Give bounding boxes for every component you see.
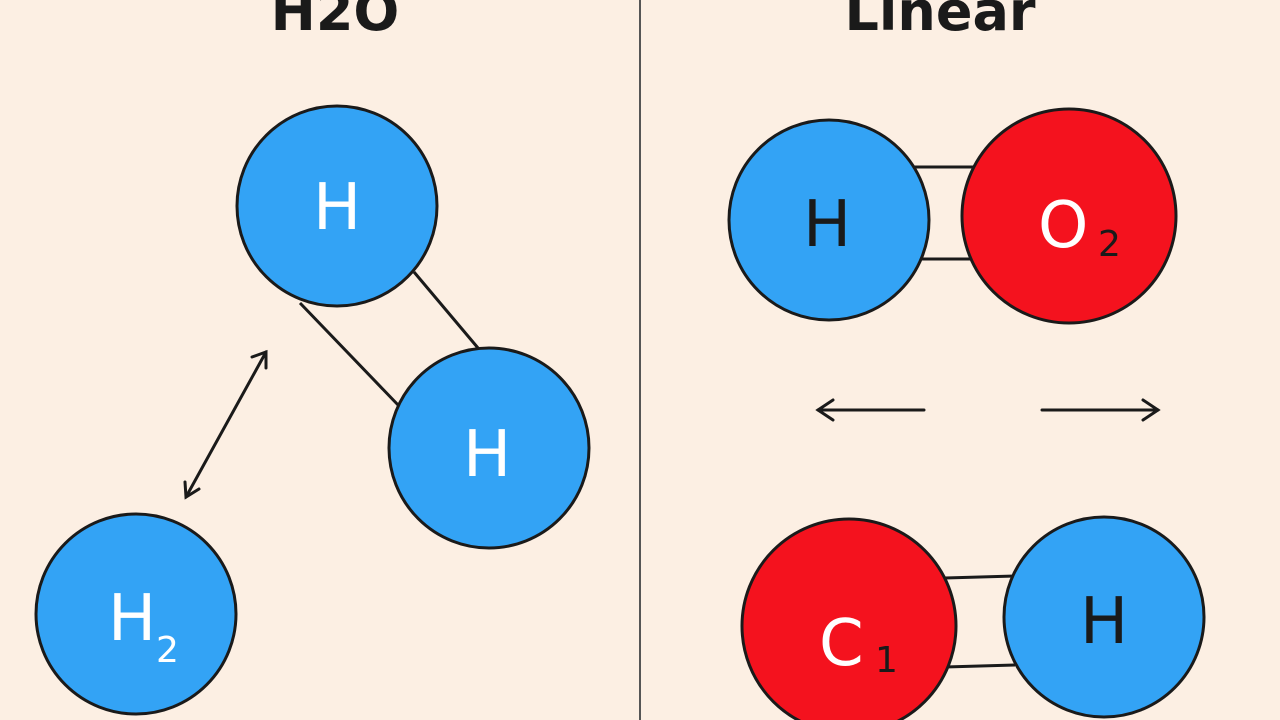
atom-subscript: 2 [1098,224,1121,265]
atom-symbol: H [313,171,361,245]
atom-symbol: H [108,582,156,656]
svg-text:H: H [803,188,851,262]
svg-text:H: H [1080,585,1128,659]
atom-o2: O 2 [960,107,1178,325]
svg-text:C: C [819,607,864,681]
left-panel-title: H2O [271,0,400,43]
atom-symbol: O [1038,189,1088,263]
atom-symbol: H [463,418,511,492]
right-arrow-icon [1040,398,1161,422]
svg-text:H: H [463,418,511,492]
atom-symbol: C [819,607,864,681]
svg-text:O: O [1038,189,1088,263]
atom-h-middle: H [387,346,591,550]
atom-h-top-right: H [727,118,931,322]
svg-text:H: H [108,582,156,656]
atom-c1: C 1 [740,517,958,720]
atom-symbol: H [803,188,851,262]
atom-subscript: 2 [156,630,179,671]
bottom-molecule-bond [944,574,1016,669]
svg-text:H: H [313,171,361,245]
right-panel-title: Linear [844,0,1035,43]
double-headed-arrow-icon [183,349,268,500]
atom-subscript: 1 [875,640,898,681]
left-bond [298,271,480,409]
atom-symbol: H [1080,585,1128,659]
left-arrow-icon [815,398,926,422]
atom-h2-bottom: H 2 [34,512,238,716]
atom-h-top: H [235,104,439,308]
atom-h-bottom-right: H [1002,515,1206,719]
top-molecule-bond [912,165,978,261]
